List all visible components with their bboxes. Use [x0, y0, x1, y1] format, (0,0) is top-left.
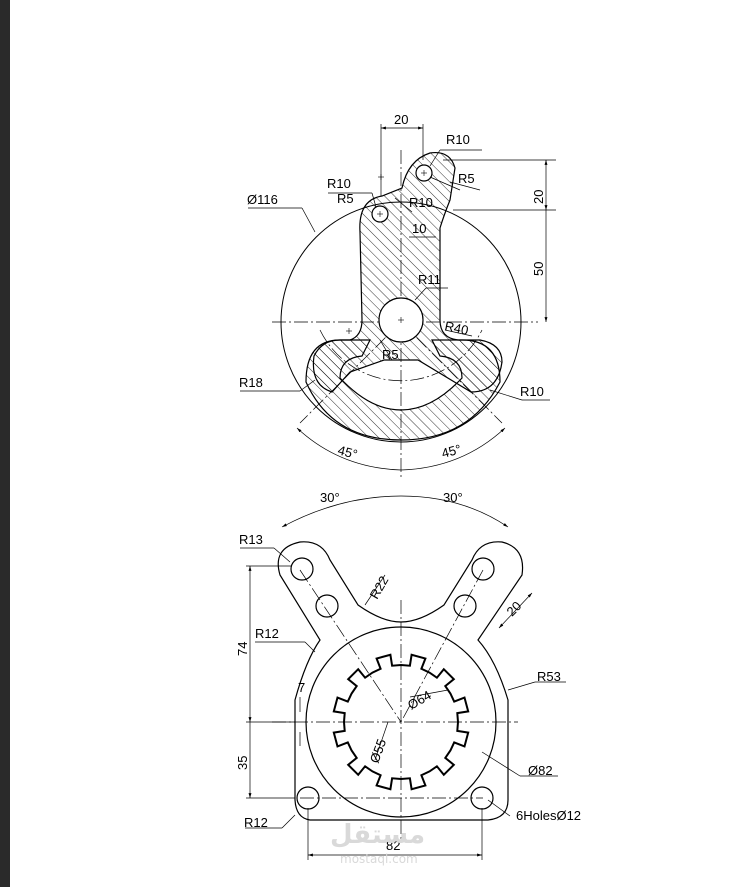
technical-drawing: 20 R10 R5 R10 R5 R10 Ø116 10 20 50 R11 R…: [235, 112, 581, 866]
dim-r12-mid: R12: [255, 626, 279, 641]
top-view: [240, 124, 556, 478]
drawing-sheet: 20 R10 R5 R10 R5 R10 Ø116 10 20 50 R11 R…: [10, 0, 752, 887]
dim-r40: R40: [443, 318, 469, 338]
top-labels: 20 R10 R5 R10 R5 R10 Ø116 10 20 50 R11 R…: [239, 112, 546, 462]
hole-mid-left: [315, 594, 339, 618]
watermark-arabic: مستقل: [330, 820, 425, 850]
hatched-crescent: [305, 339, 501, 441]
dim-r10-mid: R10: [409, 195, 433, 210]
top-dimension-lines: [240, 124, 556, 471]
dim-45-left: 45°: [336, 442, 359, 462]
dim-30-right: 30°: [443, 490, 463, 505]
dim-v74: 74: [235, 642, 250, 656]
dim-r11: R11: [418, 272, 441, 287]
dim-d82: Ø82: [528, 763, 553, 778]
dim-30-left: 30°: [320, 490, 340, 505]
dim-r5-mid: R5: [382, 347, 399, 362]
dim-v50: 50: [531, 262, 546, 276]
dim-10: 10: [412, 221, 426, 236]
bottom-center-lines: [272, 569, 518, 842]
bottom-outer-profile: [277, 541, 524, 821]
dim-d55: Ø55: [367, 737, 390, 765]
watermark: مستقل mostaql.com: [330, 820, 425, 866]
dim-20-bottom: 20: [504, 598, 525, 619]
dim-v20: 20: [531, 190, 546, 204]
hub-circle-d82: [305, 626, 497, 818]
spline-gear: [332, 653, 470, 791]
dim-d116: Ø116: [247, 192, 278, 207]
dim-6-holes: 6HolesØ12: [516, 808, 581, 823]
dim-r22: R22: [367, 573, 392, 601]
dim-r10-top-right: R10: [446, 132, 470, 147]
dim-v35: 35: [235, 756, 250, 770]
dim-45-right: 45°: [440, 441, 463, 461]
dim-20-top: 20: [394, 112, 408, 127]
dim-r5-left: R5: [337, 191, 354, 206]
dim-82-horizontal: 82: [386, 838, 400, 853]
hole-mid-right: [453, 594, 477, 618]
dim-d64: Ø64: [405, 687, 434, 712]
bottom-view: [240, 495, 566, 860]
hole-top-left: [290, 557, 314, 581]
dim-r12-bottom: R12: [244, 815, 268, 830]
dim-r18: R18: [239, 375, 263, 390]
dim-r10-left: R10: [327, 176, 351, 191]
bottom-dimension-lines: [240, 495, 566, 860]
dim-r53: R53: [537, 669, 561, 684]
hole-top-right: [471, 557, 495, 581]
dim-v7: 7: [298, 680, 305, 695]
dim-r10-bottom: R10: [520, 384, 544, 399]
dim-r13: R13: [239, 532, 263, 547]
bottom-labels: 30° 30° R13 R22 20 R12 74 7 Ø64 R53 Ø55 …: [235, 490, 581, 853]
watermark-latin: mostaql.com: [340, 852, 418, 866]
dim-r5-top-right: R5: [458, 171, 475, 186]
